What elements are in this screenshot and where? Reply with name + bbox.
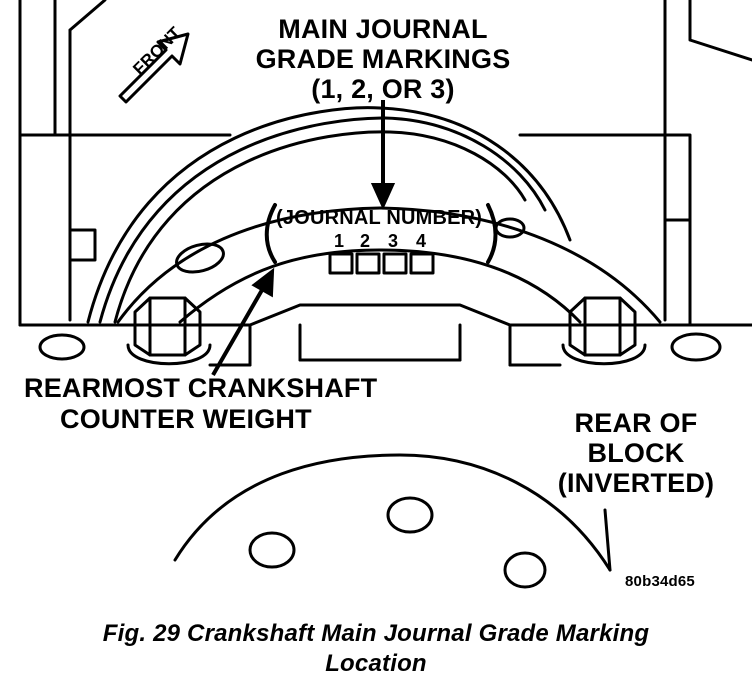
grade-box-2 — [355, 252, 381, 275]
journal-number-label: (JOURNAL NUMBER) — [276, 207, 483, 229]
rear-of-block-line-1: REAR OF — [574, 408, 698, 438]
grade-box-3 — [382, 252, 408, 275]
journal-number-3: 3 — [388, 231, 399, 251]
grade-markings-line-1: MAIN JOURNAL — [278, 14, 488, 44]
counterweight-callout-line-1: REARMOST CRANKSHAFT — [24, 373, 378, 403]
figure-caption-line-1: Fig. 29 Crankshaft Main Journal Grade Ma… — [102, 620, 650, 647]
bracket-right — [486, 203, 498, 264]
block-inner-left — [68, 0, 107, 322]
grade-box-4 — [409, 252, 435, 275]
bolt-hole-1 — [248, 531, 296, 569]
block-edge-left — [18, 0, 57, 137]
bolt-right — [561, 296, 647, 366]
journal-number-2: 2 — [360, 231, 371, 251]
figure-reference-code: 80b34d65 — [625, 573, 695, 590]
oil-hole-cap-left — [175, 242, 225, 274]
grade-markings-line-2: GRADE MARKINGS — [255, 44, 511, 74]
grade-box-1 — [328, 252, 354, 275]
bearing-cap-inner-arc — [178, 248, 582, 324]
bolt-hole-2 — [386, 496, 434, 534]
counterweight-arc-3 — [113, 130, 527, 324]
rear-block-circle — [173, 453, 612, 572]
block-top-right — [518, 133, 692, 327]
counterweight-arc-outer — [86, 106, 572, 324]
grade-markings-line-3: (1, 2, OR 3) — [311, 74, 455, 104]
block-right-edge — [688, 0, 752, 62]
journal-number-1: 1 — [334, 231, 345, 251]
cap-base-line-left — [18, 303, 752, 327]
journal-number-4: 4 — [416, 231, 427, 251]
bolt-hole-3 — [503, 551, 547, 589]
block-notch-left — [68, 228, 97, 262]
counterweight-arrow-head — [251, 267, 275, 298]
oil-hole-block-right — [670, 332, 722, 362]
front-arrow-outline — [118, 32, 190, 104]
counterweight-arc-2 — [98, 116, 547, 324]
cap-lower-shape — [208, 358, 562, 367]
oil-hole-block-left — [38, 333, 86, 361]
bracket-left — [264, 203, 277, 264]
grade-arrow-head — [370, 183, 396, 210]
figure-caption-line-2: Location — [325, 650, 427, 677]
counterweight-callout-line-2: COUNTER WEIGHT — [60, 404, 312, 434]
rear-block-line — [603, 508, 612, 572]
counterweight-arrow-shaft — [211, 289, 264, 376]
cap-lower-block — [248, 323, 512, 367]
bolt-left — [126, 296, 212, 366]
rear-of-block-line-3: (INVERTED) — [557, 468, 715, 498]
grade-markings-callout: MAIN JOURNAL GRADE MARKINGS (1, 2, OR 3) — [228, 14, 538, 104]
rear-of-block-line-2: BLOCK — [587, 438, 685, 468]
rear-of-block-callout: REAR OF BLOCK (INVERTED) — [546, 408, 726, 498]
